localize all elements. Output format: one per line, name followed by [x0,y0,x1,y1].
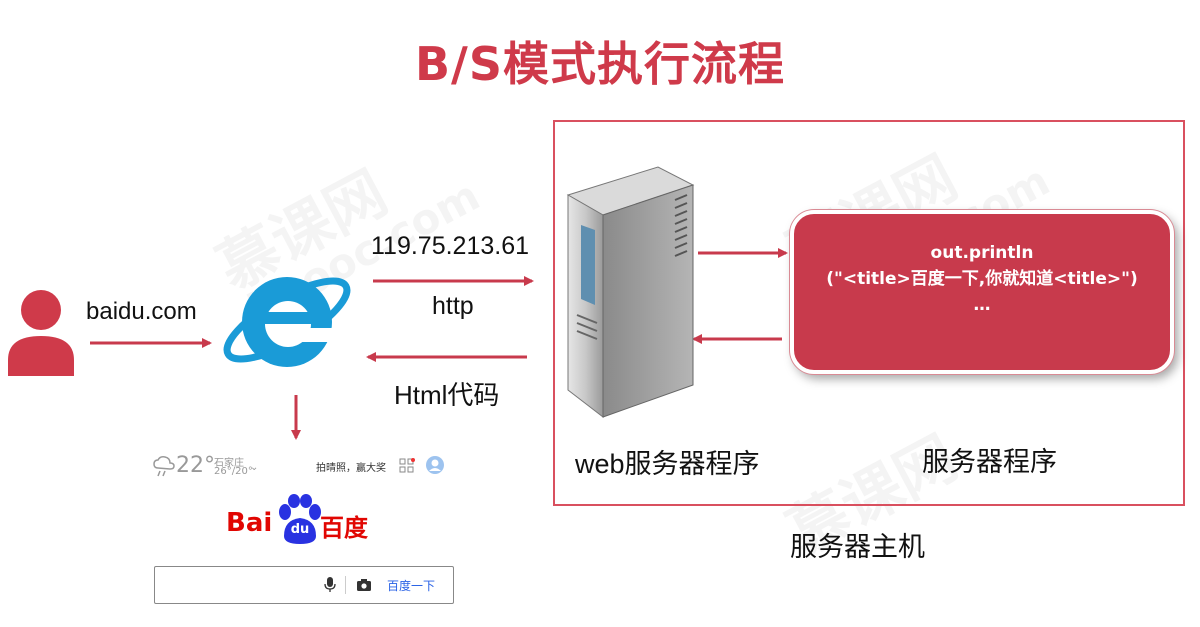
code-box: out.println ("<title>百度一下,你就知道<title>") … [790,210,1174,374]
code-line-2: ("<title>百度一下,你就知道<title>") [826,269,1138,289]
logo-bai: Bai [226,508,273,538]
weather-city: 石家庄 [214,458,244,469]
page-title: B/S模式执行流程 [415,37,785,91]
response-label: Html代码 [394,380,500,410]
promo-link[interactable]: 拍晴照，赢大奖 [316,463,386,474]
avatar[interactable] [425,455,445,475]
chevron-down-icon[interactable]: ⌄ [250,462,259,473]
code-line-3: … [973,295,991,315]
paw-icon [279,494,321,544]
ip-label: 119.75.213.61 [371,232,530,260]
cloud-rain-icon [153,456,175,477]
server-host-label: 服务器主机 [790,532,925,562]
code-line-1: out.println [930,243,1034,263]
protocol-label: http [432,292,474,320]
weather-range: 26°/20° [214,466,253,477]
search-divider [345,576,346,594]
server-host-box [553,120,1185,506]
microphone-icon[interactable] [324,577,336,593]
baidu-logo: Bai du 百度 [226,494,376,546]
logo-du: du [290,522,310,537]
camera-icon[interactable] [356,578,372,592]
logo-chinese: 百度 [320,514,368,542]
search-button[interactable]: 百度一下 [387,579,436,593]
user-icon [8,290,74,376]
weather-temperature: 22° [176,453,215,478]
apps-grid-icon[interactable] [399,458,415,474]
web-server-label: web服务器程序 [575,449,760,479]
search-input[interactable] [154,566,454,604]
ie-browser-icon [223,277,351,367]
url-label: baidu.com [86,298,197,325]
server-tower-icon [566,166,695,419]
server-program-label: 服务器程序 [922,447,1057,477]
